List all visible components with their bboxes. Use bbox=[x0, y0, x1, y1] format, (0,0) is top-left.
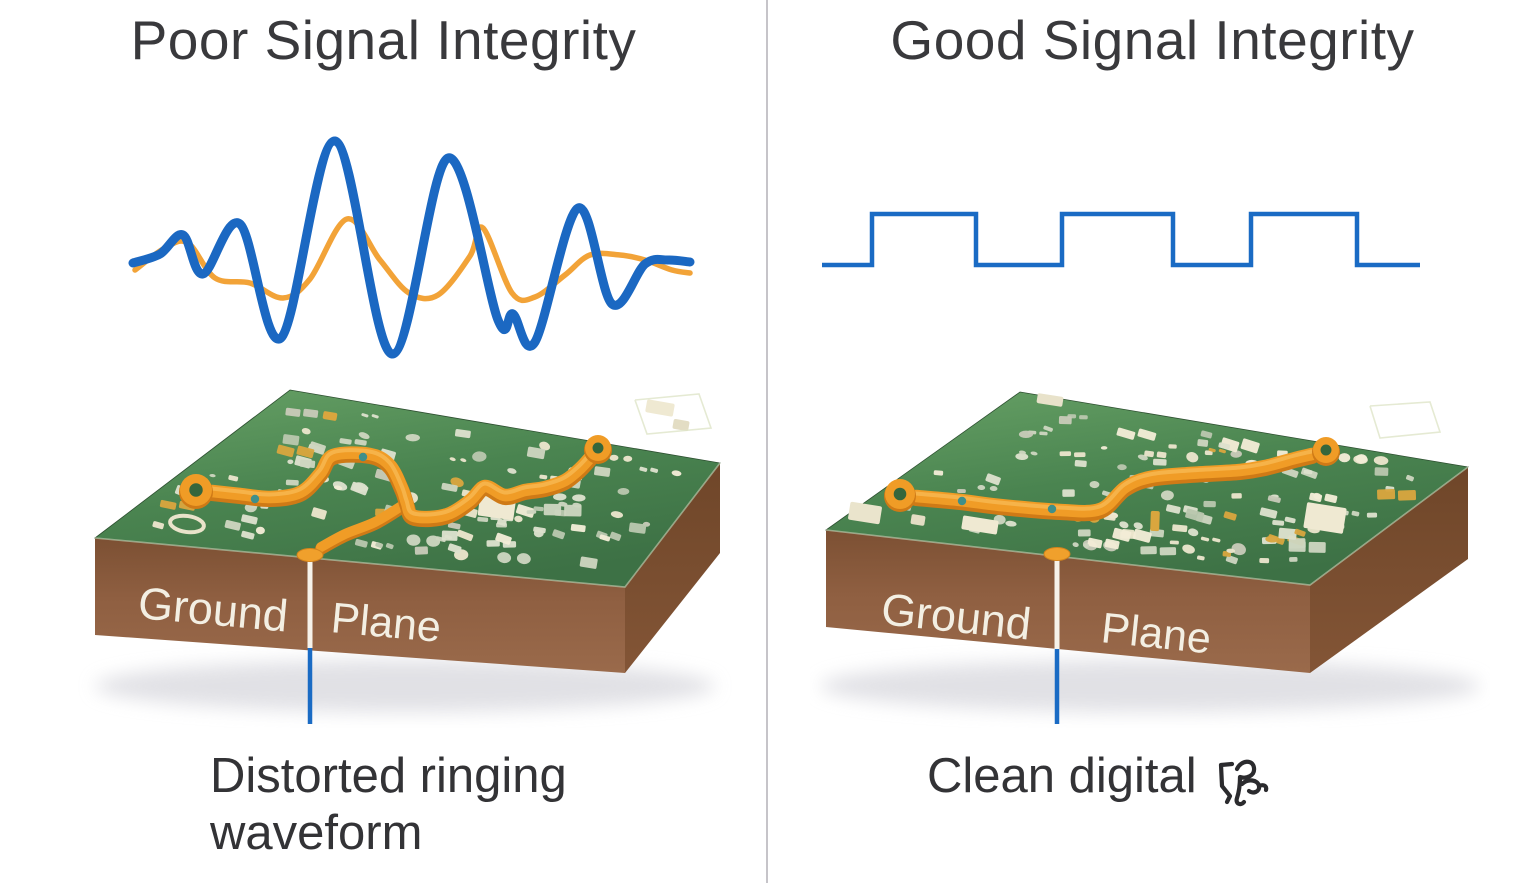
good-signal-caption: Clean digital bbox=[927, 748, 1271, 814]
caption-line-1: Distorted ringing bbox=[210, 749, 567, 803]
caption-text: Clean digital bbox=[927, 749, 1197, 803]
good-signal-title: Good Signal Integrity bbox=[890, 9, 1415, 71]
garbled-bracket-squiggle-icon bbox=[1218, 759, 1268, 807]
panel-divider bbox=[766, 0, 768, 883]
pcb-board-art bbox=[820, 391, 1480, 724]
poor-signal-title: Poor Signal Integrity bbox=[130, 9, 637, 71]
ground-plane-label-plane: Plane bbox=[1099, 604, 1213, 663]
pcb-illustration-poor: Ground Plane bbox=[93, 389, 721, 724]
square-wave-chart bbox=[822, 211, 1420, 268]
ground-plane-label-plane: Plane bbox=[329, 594, 443, 652]
poor-signal-caption: Distorted ringing waveform bbox=[210, 748, 567, 862]
pcb-board-art bbox=[93, 389, 721, 724]
caption-line-2: waveform bbox=[210, 806, 423, 860]
pcb-illustration-good: Ground Plane bbox=[820, 391, 1480, 724]
ringing-waveform-chart bbox=[128, 136, 695, 359]
